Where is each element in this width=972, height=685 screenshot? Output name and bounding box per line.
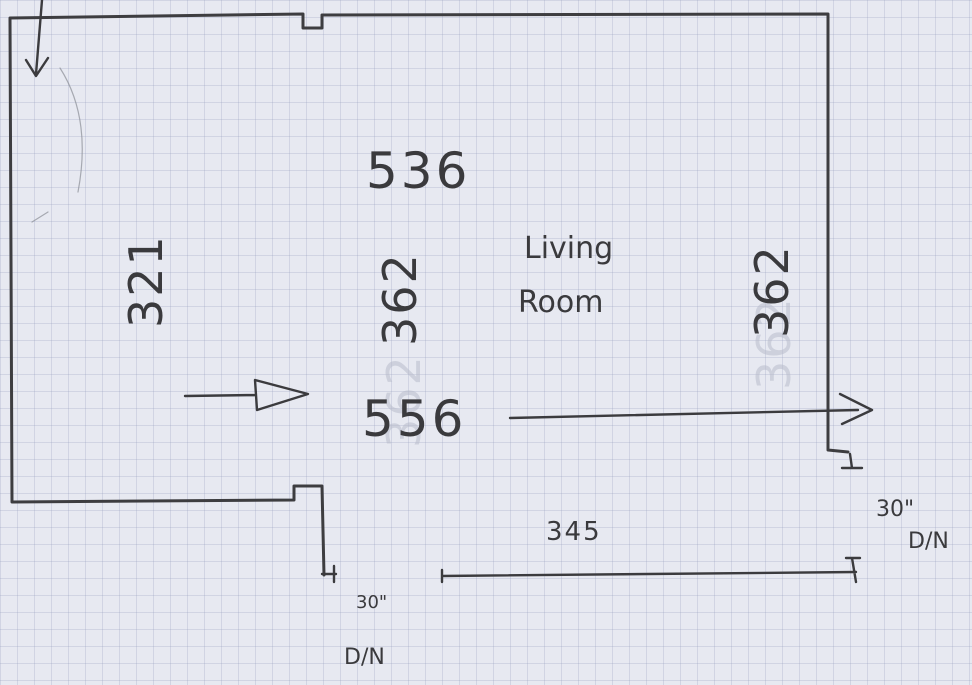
dimension-middle-height: 362 — [373, 252, 427, 346]
left-door-size: 30" — [356, 592, 387, 613]
dimension-inner-width: 556 — [362, 390, 466, 448]
door-swing-arc — [59, 67, 83, 193]
width-arrow — [508, 392, 874, 426]
right-wall-tick — [840, 452, 864, 470]
entry-arrow — [183, 378, 310, 412]
door-swing-mark — [31, 211, 49, 223]
corner-arrow — [24, 0, 50, 78]
dimension-middle-height-ghost: 362 — [377, 354, 431, 448]
right-door-size: 30" — [876, 497, 914, 522]
bottom-dimension-line — [440, 556, 862, 584]
room-name-line2: Room — [518, 285, 603, 320]
dimension-right-height: 362 — [745, 244, 799, 338]
dimension-bottom-width: 345 — [546, 517, 602, 547]
dimension-right-height-ghost: 362 — [747, 296, 801, 390]
left-door-label: D/N — [344, 645, 385, 670]
dimension-left-height: 321 — [119, 234, 173, 328]
room-name-line1: Living — [524, 231, 613, 266]
room-outline — [8, 12, 850, 577]
dimension-top-width: 536 — [366, 142, 470, 200]
left-door-tick — [320, 564, 338, 584]
right-door-label: D/N — [908, 529, 949, 554]
